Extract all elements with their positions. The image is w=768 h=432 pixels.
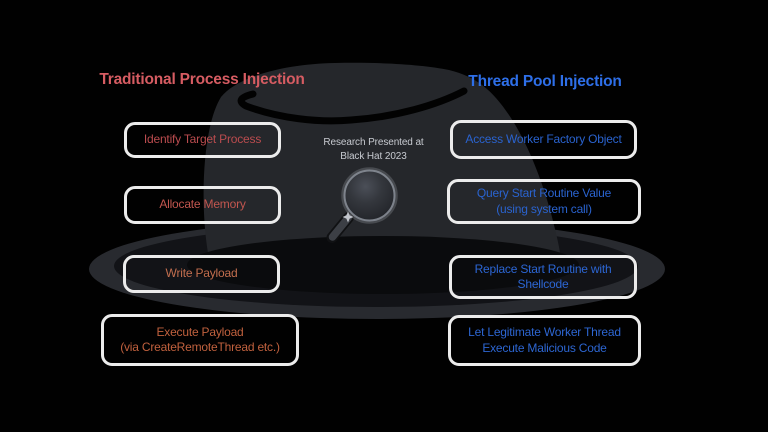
- right-column-title: Thread Pool Injection: [468, 73, 622, 90]
- step-box-write-payload: Write Payload: [123, 255, 280, 293]
- research-note-line1: Research Presented at: [323, 137, 424, 148]
- step-box-execute-payload: Execute Payload (via CreateRemoteThread …: [101, 314, 299, 366]
- research-note-line2: Black Hat 2023: [340, 150, 407, 162]
- step-label: Let Legitimate Worker Thread: [468, 325, 621, 339]
- hat-crease: [237, 87, 468, 125]
- hat-crown: [203, 62, 560, 254]
- step-box-identify-target-process: Identify Target Process: [124, 122, 281, 158]
- step-label: Write Payload: [165, 266, 238, 281]
- hat-band: [187, 236, 579, 294]
- step-box-replace-start-routine: Replace Start Routine with Shellcode: [449, 255, 637, 299]
- step-label: (using system call): [496, 201, 592, 216]
- step-label: Query Start Routine Value: [476, 186, 612, 200]
- step-label: (via CreateRemoteThread etc.): [120, 340, 280, 354]
- step-box-allocate-memory: Allocate Memory: [124, 186, 281, 224]
- step-label: Execute Payload: [156, 324, 244, 339]
- step-box-query-start-routine-value: Query Start Routine Value (using system …: [447, 179, 641, 224]
- step-box-access-worker-factory-object: Access Worker Factory Object: [450, 120, 637, 159]
- step-label: Access Worker Factory Object: [465, 131, 622, 146]
- left-column-title: Traditional Process Injection: [99, 71, 305, 88]
- magnifier-icon: [326, 167, 398, 243]
- research-note: Research Presented at Black Hat 2023: [301, 136, 446, 163]
- sparkle-icon: [342, 211, 354, 223]
- step-label: Identify Target Process: [143, 132, 262, 147]
- step-label: Replace Start Routine with: [474, 261, 612, 276]
- step-label: Execute Malicious Code: [482, 340, 607, 355]
- step-label: Shellcode: [517, 277, 569, 291]
- step-box-let-legitimate-worker-thread: Let Legitimate Worker Thread Execute Mal…: [448, 315, 641, 366]
- step-label: Allocate Memory: [159, 197, 246, 212]
